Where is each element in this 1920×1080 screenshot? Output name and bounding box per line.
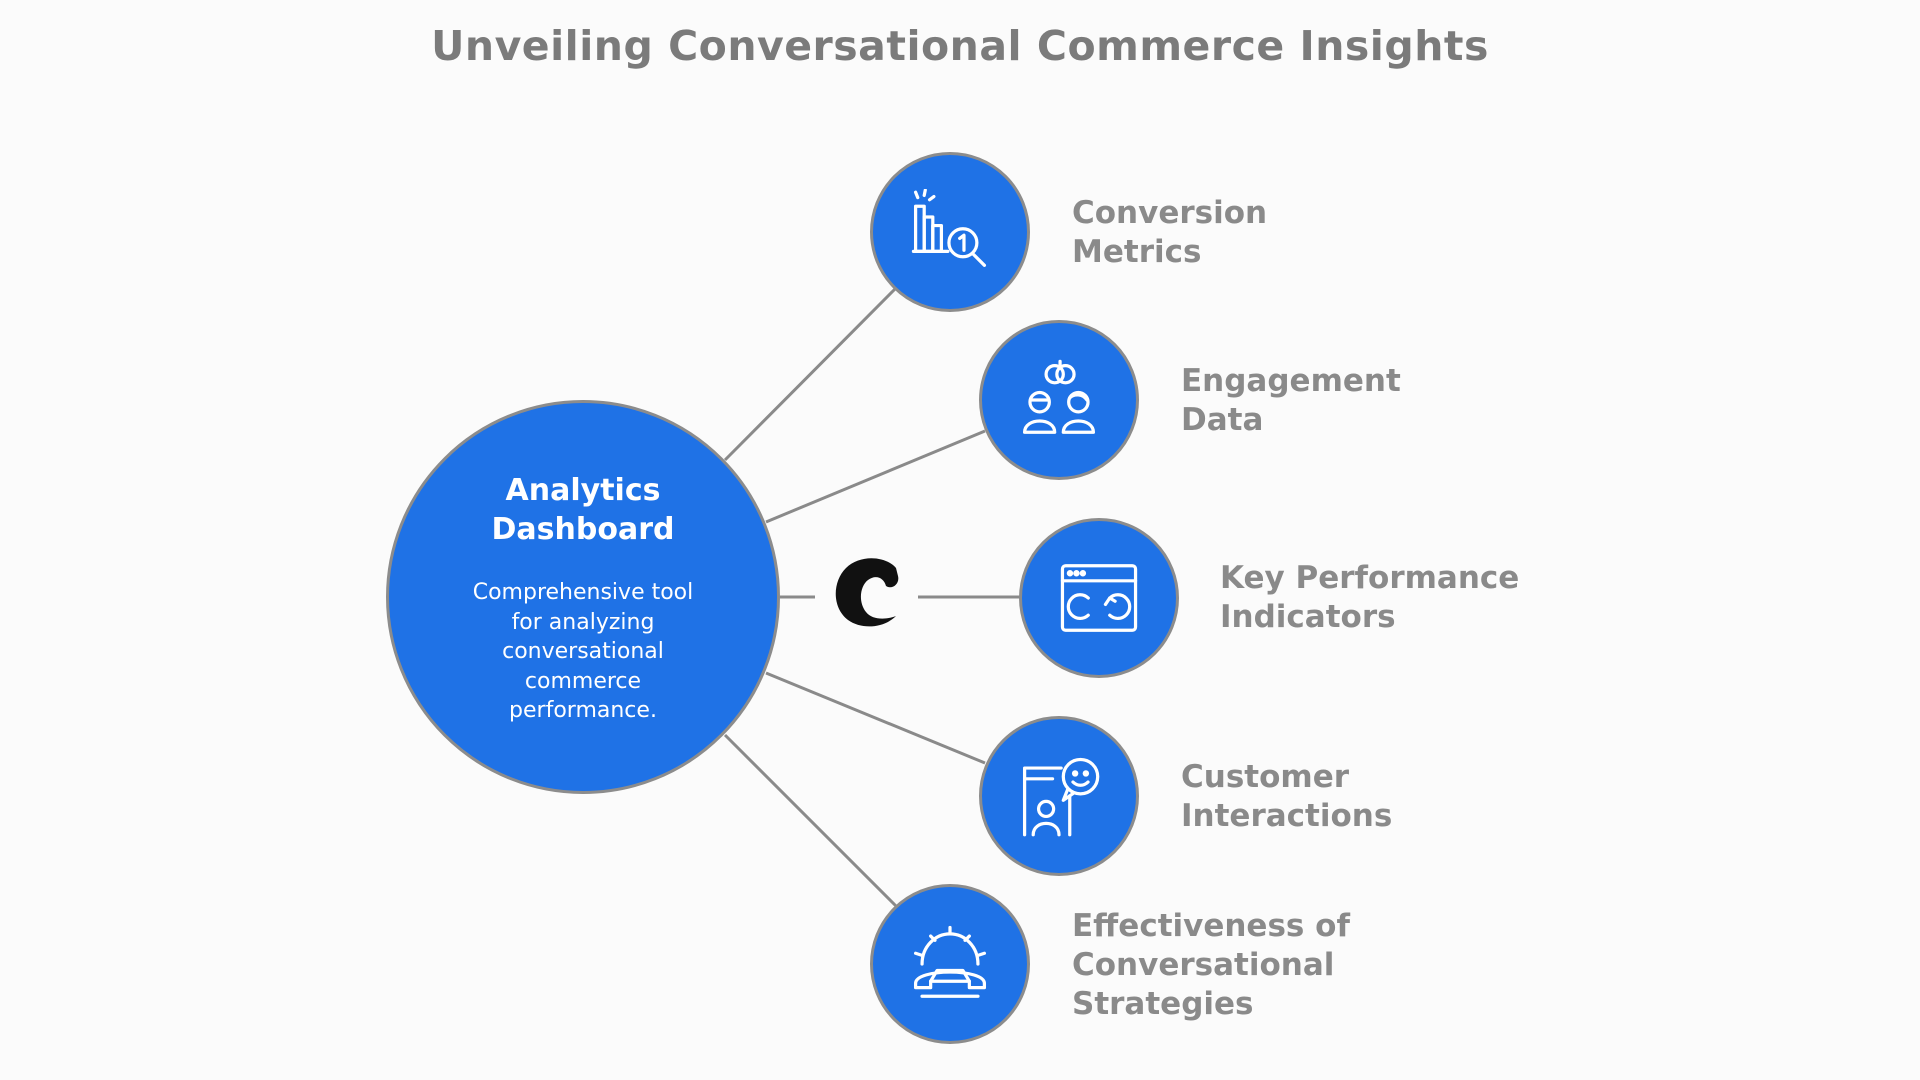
customer-interactions-label: Customer Interactions <box>1181 759 1393 834</box>
hub-title: Analytics Dashboard <box>491 473 675 547</box>
effectiveness-node <box>870 884 1030 1044</box>
gear-phone-icon <box>913 925 987 998</box>
diagram-title: Unveiling Conversational Commerce Insigh… <box>431 22 1489 70</box>
connector-effectiveness <box>723 733 899 909</box>
connector-conversion-metrics <box>723 285 899 462</box>
effectiveness-label: Effectiveness of Conversational Strategi… <box>1072 908 1350 1022</box>
customer-chat-icon <box>1022 757 1100 837</box>
people-connection-icon <box>1022 359 1096 434</box>
brand-c-logo-icon <box>835 558 899 627</box>
browser-gauges-icon <box>1060 564 1138 632</box>
analytics-dashboard-hub: Analytics Dashboard Comprehensive tool f… <box>386 400 780 794</box>
connector-engagement-data <box>765 429 986 524</box>
conversion-metrics-label: Conversion Metrics <box>1072 195 1268 270</box>
kpi-label: Key Performance Indicators <box>1220 560 1520 635</box>
connector-customer-interactions <box>765 671 986 765</box>
engagement-data-node <box>979 320 1139 480</box>
conversion-metrics-node <box>870 152 1030 312</box>
hub-description: Comprehensive tool for analyzing convers… <box>472 580 694 723</box>
customer-interactions-node <box>979 716 1139 876</box>
engagement-data-label: Engagement Data <box>1181 363 1401 438</box>
bar-chart-magnifier-icon <box>911 189 987 267</box>
kpi-node <box>1019 518 1179 678</box>
